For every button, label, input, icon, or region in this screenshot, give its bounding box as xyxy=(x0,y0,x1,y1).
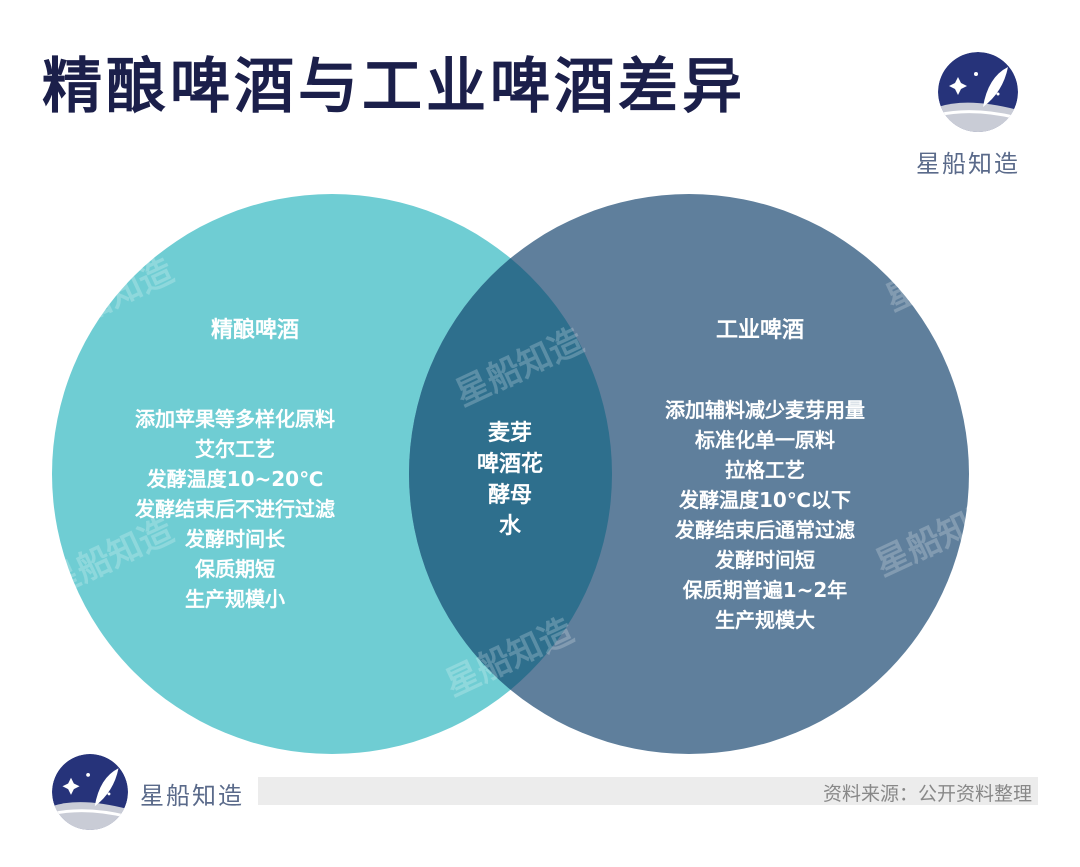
list-item: 发酵温度10℃以下 xyxy=(678,488,852,512)
brand-name: 星船知造 xyxy=(140,782,244,810)
list-item: 麦芽 xyxy=(487,421,532,446)
craft-beer-heading: 精酿啤酒 xyxy=(210,318,299,343)
list-item: 保质期普遍1~2年 xyxy=(682,578,848,602)
list-item: 标准化单一原料 xyxy=(695,428,835,452)
industrial-beer-heading: 工业啤酒 xyxy=(715,318,804,343)
brand-logo-icon xyxy=(52,754,128,830)
list-item: 发酵时间短 xyxy=(715,548,815,572)
list-item: 发酵温度10~20℃ xyxy=(146,467,324,491)
list-item: 艾尔工艺 xyxy=(195,437,275,461)
list-item: 水 xyxy=(498,514,521,539)
list-item: 拉格工艺 xyxy=(725,458,805,482)
list-item: 啤酒花 xyxy=(476,452,543,477)
list-item: 发酵结束后通常过滤 xyxy=(675,518,855,542)
overlap-region xyxy=(409,194,612,754)
common-list: 麦芽 啤酒花 酵母 水 xyxy=(450,418,570,542)
footer-bar xyxy=(258,777,1038,805)
list-item: 添加辅料减少麦芽用量 xyxy=(665,398,865,422)
list-item: 酵母 xyxy=(487,483,532,508)
list-item: 生产规模小 xyxy=(185,587,285,611)
craft-beer-list: 添加苹果等多样化原料 艾尔工艺 发酵温度10~20℃ 发酵结束后不进行过滤 发酵… xyxy=(100,404,370,614)
list-item: 发酵时间长 xyxy=(185,527,285,551)
brand-logo-icon xyxy=(938,52,1018,132)
list-item: 添加苹果等多样化原料 xyxy=(135,407,335,431)
industrial-beer-list: 添加辅料减少麦芽用量 标准化单一原料 拉格工艺 发酵温度10℃以下 发酵结束后通… xyxy=(630,395,900,635)
list-item: 生产规模大 xyxy=(715,608,815,632)
source-note: 资料来源：公开资料整理 xyxy=(822,783,1032,805)
brand-name: 星船知造 xyxy=(916,150,1020,178)
page-title: 精酿啤酒与工业啤酒差异 xyxy=(42,52,746,122)
list-item: 保质期短 xyxy=(195,557,275,581)
list-item: 发酵结束后不进行过滤 xyxy=(135,497,335,521)
